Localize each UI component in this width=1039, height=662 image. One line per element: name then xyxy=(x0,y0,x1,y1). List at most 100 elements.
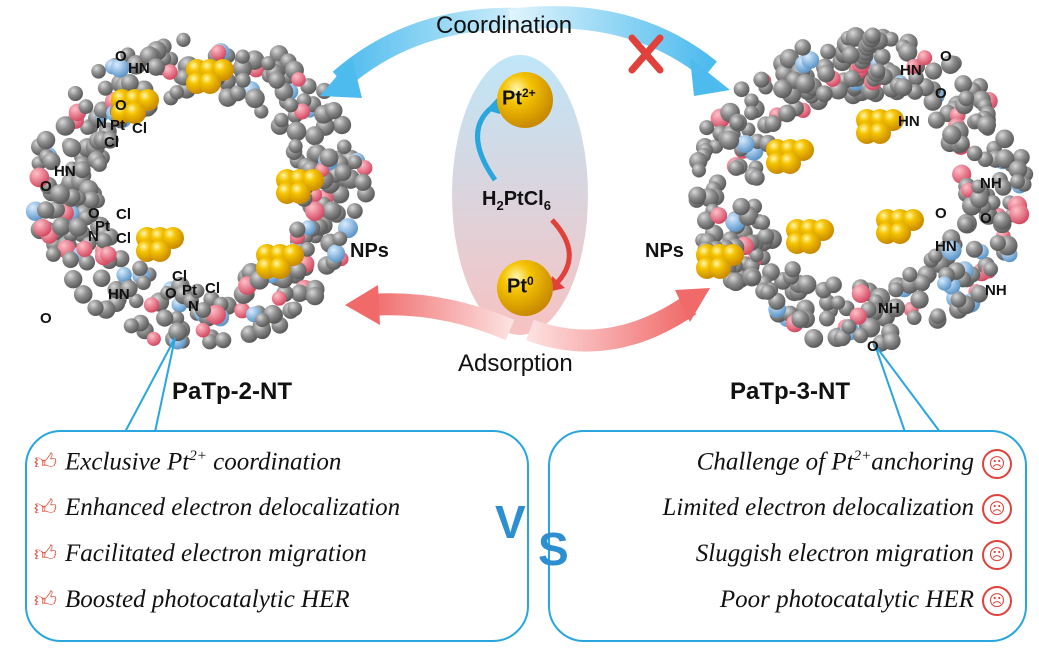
chem-label: O xyxy=(935,85,947,102)
left-nps-label: NPs xyxy=(350,240,389,262)
atom xyxy=(882,332,901,351)
atom xyxy=(92,269,111,288)
chem-label: NH xyxy=(980,175,1002,192)
atom xyxy=(110,58,130,78)
atom xyxy=(195,302,212,318)
atom xyxy=(101,131,119,149)
chem-label: Cl xyxy=(104,134,119,151)
atom xyxy=(898,42,918,62)
chem-label: O xyxy=(115,48,127,65)
chem-label: Cl xyxy=(205,280,220,297)
atom xyxy=(726,272,746,292)
atom xyxy=(736,134,755,154)
atom xyxy=(993,211,1012,230)
item-text: Challenge of Pt xyxy=(696,448,854,476)
atom xyxy=(699,120,715,136)
atom xyxy=(123,318,139,334)
atom xyxy=(913,274,931,292)
atom xyxy=(853,327,869,344)
atom xyxy=(970,189,989,209)
atom xyxy=(121,74,139,92)
item-text: Sluggish electron migration xyxy=(695,540,974,567)
patp-3-nt-title: PaTp-3-NT xyxy=(730,378,850,405)
chem-label: HN xyxy=(900,62,922,79)
atom xyxy=(136,275,151,291)
atom xyxy=(210,44,227,61)
atom xyxy=(232,58,252,79)
atom xyxy=(168,322,188,342)
atom xyxy=(784,261,801,278)
pt-nanoparticle xyxy=(269,257,291,279)
atom xyxy=(78,99,94,114)
chem-label: HN xyxy=(935,238,957,255)
coordination-label: Coordination xyxy=(436,12,573,39)
arrow-head xyxy=(690,58,730,96)
pt-nanoparticle xyxy=(709,257,731,279)
atom xyxy=(764,115,782,132)
pt0-ball xyxy=(497,260,553,316)
pt-nanoparticle xyxy=(799,232,821,254)
atom xyxy=(319,148,339,168)
atom xyxy=(229,85,246,102)
atom xyxy=(116,266,132,283)
atom xyxy=(929,308,946,324)
atom xyxy=(965,240,983,258)
atom xyxy=(169,310,185,326)
atom xyxy=(235,49,250,64)
atom xyxy=(97,80,114,96)
atom xyxy=(73,285,93,304)
atom xyxy=(255,312,270,328)
patp-2-nt-title: PaTp-2-NT xyxy=(172,378,292,405)
atom xyxy=(841,46,860,64)
atom xyxy=(760,284,776,300)
atom xyxy=(804,329,824,348)
atom xyxy=(91,64,106,79)
chem-label: HN xyxy=(898,113,920,130)
vs-s: S xyxy=(538,523,569,575)
atom xyxy=(941,55,960,75)
atom xyxy=(286,121,307,142)
chem-label: O xyxy=(165,285,177,302)
atom xyxy=(290,284,309,303)
item-text: Enhanced electron delocalization xyxy=(65,494,401,521)
atom xyxy=(942,125,962,145)
atom xyxy=(305,126,325,146)
adsorption-arrow-left xyxy=(369,293,515,341)
atom xyxy=(336,139,352,155)
atom xyxy=(29,167,50,188)
callout-right xyxy=(874,344,941,433)
item-text: Facilitated electron migration xyxy=(65,540,367,567)
atom xyxy=(45,246,61,262)
atom xyxy=(864,27,881,44)
atom xyxy=(917,50,933,66)
pt-nanoparticle xyxy=(289,182,311,204)
sad-face-icon: ☹ xyxy=(982,494,1012,525)
atom xyxy=(50,184,70,204)
atom xyxy=(941,240,962,261)
advantage-item: 👍︎Facilitated electron migration xyxy=(34,540,367,568)
atom xyxy=(73,161,91,179)
pt-nanoparticle xyxy=(124,102,146,124)
pt2-label: Pt2+ xyxy=(502,86,536,110)
atom xyxy=(68,217,88,237)
atom xyxy=(849,307,867,325)
atom xyxy=(971,179,986,194)
atom xyxy=(176,32,191,47)
atom xyxy=(92,157,107,172)
chem-label: NH xyxy=(878,300,900,317)
atom xyxy=(843,70,861,87)
atom xyxy=(791,310,810,329)
atom xyxy=(886,298,906,318)
chem-label: O xyxy=(40,310,52,327)
atom xyxy=(305,287,325,306)
atom xyxy=(215,332,232,349)
atom xyxy=(82,191,100,209)
chem-label: N xyxy=(96,115,107,132)
atom xyxy=(927,111,946,129)
atom xyxy=(815,85,833,103)
atom xyxy=(1008,160,1028,179)
atom xyxy=(970,285,988,303)
item-sup: 2+ xyxy=(189,448,207,464)
atom xyxy=(745,270,761,285)
